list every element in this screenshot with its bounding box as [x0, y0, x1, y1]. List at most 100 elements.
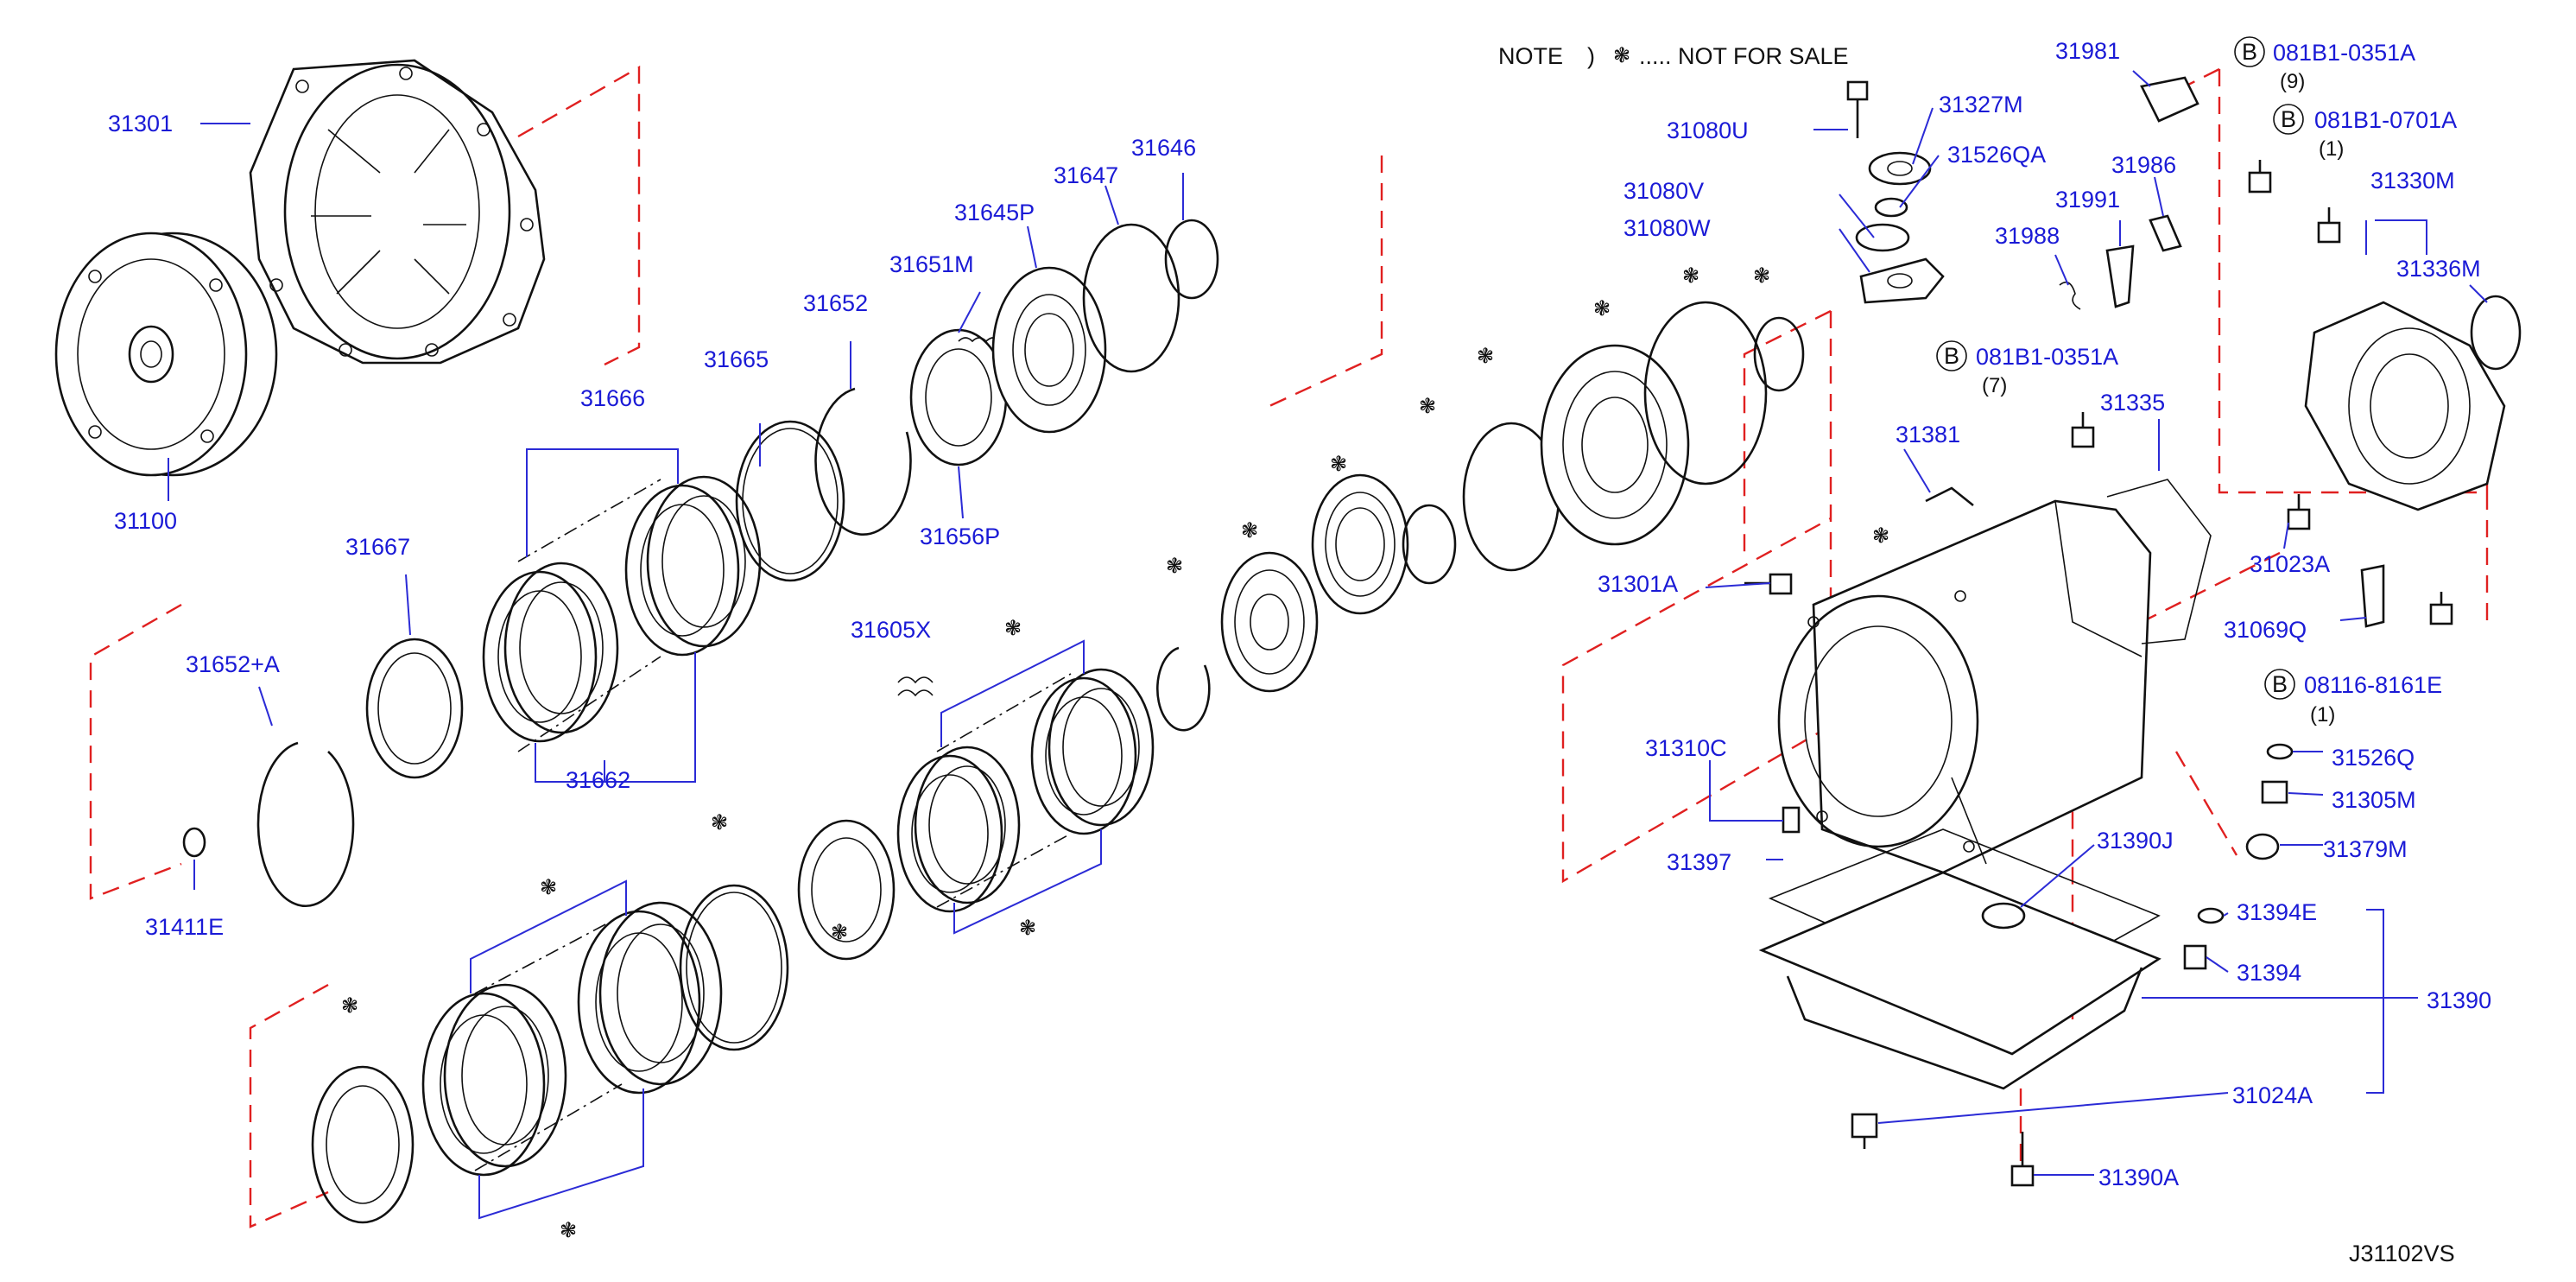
clutch-pack-middle[interactable] — [797, 639, 1155, 961]
spring-31988[interactable] — [2059, 281, 2081, 310]
callout-31605X[interactable]: 31605X — [851, 617, 931, 643]
o-ring-upper-large[interactable] — [1643, 301, 1768, 486]
transmission-case[interactable] — [1777, 499, 2152, 874]
pin-31986[interactable] — [2149, 214, 2182, 252]
callout-31381[interactable]: 31381 — [1896, 422, 1960, 447]
bolt-callout-4[interactable]: B 08116-8161E (1) — [2264, 669, 2442, 727]
washer-31411E[interactable] — [182, 827, 206, 858]
oil-pan[interactable] — [1758, 871, 2161, 1090]
callout-31310C[interactable]: 31310C — [1645, 735, 1727, 761]
bracket-31069Q[interactable] — [2360, 564, 2385, 628]
callout-31100[interactable]: 31100 — [114, 508, 177, 534]
callout-31652A[interactable]: 31652+A — [186, 651, 280, 677]
callout-31665[interactable]: 31665 — [704, 346, 769, 372]
bolt-b2[interactable] — [2317, 207, 2341, 244]
callout-31662[interactable]: 31662 — [566, 767, 630, 793]
plug-31394[interactable] — [2183, 944, 2207, 970]
callout-31301A[interactable]: 31301A — [1598, 571, 1678, 597]
callout-31397[interactable]: 31397 — [1667, 849, 1731, 875]
torque-converter[interactable] — [54, 232, 278, 477]
plug-31379M[interactable] — [2245, 833, 2280, 860]
callout-31305M[interactable]: 31305M — [2332, 787, 2416, 813]
callout-31645P[interactable]: 31645P — [954, 200, 1035, 225]
plug-31024A[interactable] — [1851, 1113, 1878, 1149]
o-ring-lower[interactable] — [679, 884, 789, 1051]
strainer-31390J[interactable] — [1981, 902, 2026, 930]
callout-31023A[interactable]: 31023A — [2250, 551, 2330, 577]
oil-seal-31336M[interactable] — [2470, 295, 2522, 371]
callout-31024A[interactable]: 31024A — [2232, 1082, 2313, 1108]
gasket-31080W[interactable] — [1859, 257, 1945, 304]
extension-housing[interactable] — [2304, 301, 2506, 511]
callout-31379M[interactable]: 31379M — [2323, 836, 2408, 862]
callout-31080U[interactable]: 31080U — [1667, 117, 1749, 143]
o-ring-31647[interactable] — [1082, 223, 1180, 373]
callout-31330M[interactable]: 31330M — [2370, 168, 2455, 194]
snap-ring-31652[interactable] — [814, 387, 912, 536]
callout-31526QA[interactable]: 31526QA — [1947, 142, 2046, 168]
spring-retainer[interactable] — [909, 328, 1008, 466]
bolt-callout-3[interactable]: B 081B1-0351A (7) — [1936, 340, 2118, 397]
plug-31305M[interactable] — [2261, 780, 2288, 804]
clutch-pack-lower[interactable] — [311, 879, 723, 1224]
callout-31652[interactable]: 31652 — [803, 290, 868, 316]
bolt-code[interactable]: 081B1-0701A — [2314, 107, 2457, 133]
callout-31301[interactable]: 31301 — [108, 111, 173, 136]
bolt-code[interactable]: 08116-8161E — [2304, 672, 2442, 698]
bolt-31390A[interactable] — [2010, 1132, 2035, 1187]
callout-31988[interactable]: 31988 — [1995, 223, 2060, 249]
bolt-b1[interactable] — [2248, 160, 2272, 194]
callout-31335[interactable]: 31335 — [2100, 390, 2165, 416]
bolt-callout-1[interactable]: B 081B1-0351A (9) — [2234, 36, 2415, 93]
bolt-31023A[interactable] — [2287, 494, 2311, 530]
callout-31390J[interactable]: 31390J — [2097, 828, 2174, 854]
callout-31394E[interactable]: 31394E — [2237, 899, 2317, 925]
callout-31069Q[interactable]: 31069Q — [2224, 617, 2307, 643]
callout-31394[interactable]: 31394 — [2237, 960, 2301, 986]
gasket-31335[interactable] — [2106, 479, 2212, 644]
callout-31080W[interactable]: 31080W — [1623, 215, 1711, 241]
bolt-b3[interactable] — [2071, 412, 2095, 448]
o-ring-center-small[interactable] — [1402, 504, 1457, 585]
callout-31991[interactable]: 31991 — [2055, 187, 2120, 213]
callout-31667[interactable]: 31667 — [345, 534, 410, 560]
washer-31394E[interactable] — [2197, 907, 2225, 924]
pin-31397[interactable] — [1782, 806, 1801, 834]
callout-31411E[interactable]: 31411E — [145, 914, 224, 940]
callout-31327M[interactable]: 31327M — [1939, 92, 2023, 117]
lever-31991[interactable] — [2105, 244, 2135, 308]
clutch-pack-upper[interactable] — [365, 448, 762, 783]
converter-housing[interactable] — [249, 59, 546, 365]
callout-31646[interactable]: 31646 — [1131, 135, 1196, 161]
callout-31986[interactable]: 31986 — [2111, 152, 2176, 178]
callout-31390A[interactable]: 31390A — [2098, 1165, 2179, 1190]
callout-31080V[interactable]: 31080V — [1623, 178, 1704, 204]
callout-31666[interactable]: 31666 — [580, 385, 645, 411]
callout-31981[interactable]: 31981 — [2055, 38, 2120, 64]
callout-31656P[interactable]: 31656P — [920, 524, 1000, 549]
breather-31381[interactable] — [1925, 486, 1974, 507]
bolt-code[interactable]: 081B1-0351A — [2273, 40, 2415, 66]
snap-ring-31665[interactable] — [735, 420, 845, 582]
planetary-gear[interactable] — [1220, 551, 1319, 693]
bolt-31080U[interactable] — [1846, 80, 1869, 138]
bearing-race[interactable] — [1311, 473, 1409, 615]
sleeve-31080V[interactable] — [1855, 223, 1910, 252]
bolt-code[interactable]: 081B1-0351A — [1976, 344, 2118, 370]
bolt-b4[interactable] — [2429, 592, 2453, 625]
callout-31651M[interactable]: 31651M — [889, 251, 974, 277]
o-ring-31646[interactable] — [1164, 219, 1219, 300]
pump-gear[interactable] — [1540, 344, 1690, 546]
washer-31526Q[interactable] — [2266, 743, 2294, 760]
callout-31390[interactable]: 31390 — [2427, 987, 2491, 1013]
callout-31336M[interactable]: 31336M — [2396, 256, 2481, 282]
o-ring-upper-small[interactable] — [1753, 316, 1805, 392]
callout-31647[interactable]: 31647 — [1054, 162, 1118, 188]
callout-31526Q[interactable]: 31526Q — [2332, 745, 2415, 771]
bolt-callout-2[interactable]: B 081B1-0701A (1) — [2273, 104, 2457, 161]
o-ring-31526QA[interactable] — [1874, 197, 1908, 218]
snap-ring-31652A[interactable] — [256, 741, 355, 908]
piston-31645P[interactable] — [991, 266, 1107, 434]
snap-ring-center[interactable] — [1156, 646, 1211, 732]
bushing-31981[interactable] — [2140, 76, 2199, 123]
